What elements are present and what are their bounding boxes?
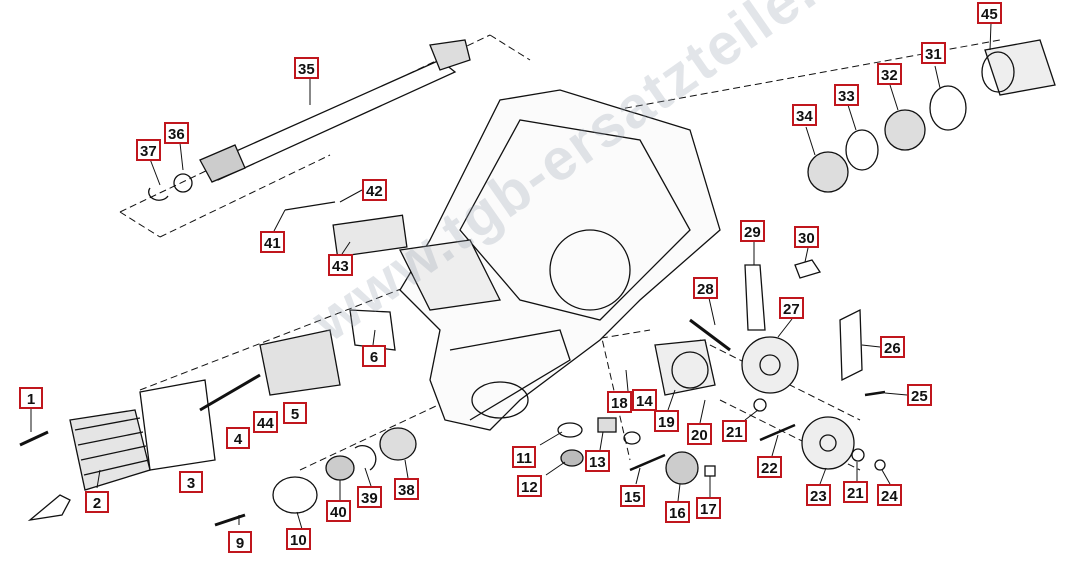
- cylinder-45: [984, 39, 1056, 96]
- callout-label-15[interactable]: 15: [620, 485, 645, 507]
- callout-label-43[interactable]: 43: [328, 254, 353, 276]
- circlip-39: [354, 445, 377, 471]
- washer-14: [623, 431, 641, 445]
- filter-43: [332, 214, 408, 258]
- callout-label-25[interactable]: 25: [907, 384, 932, 406]
- callout-label-27[interactable]: 27: [779, 297, 804, 319]
- gearbox-housing: [399, 89, 721, 431]
- callout-label-31[interactable]: 31: [921, 42, 946, 64]
- bearing-32: [884, 109, 926, 151]
- pin-15: [629, 453, 666, 472]
- filter-5: [259, 329, 341, 396]
- cover-plate-2: [69, 409, 151, 491]
- callout-label-11[interactable]: 11: [512, 446, 536, 468]
- sleeve-13: [597, 417, 617, 433]
- callout-label-13[interactable]: 13: [585, 450, 610, 472]
- callout-label-23[interactable]: 23: [806, 484, 831, 506]
- callout-label-35[interactable]: 35: [294, 57, 319, 79]
- callout-label-29[interactable]: 29: [740, 220, 765, 242]
- callout-label-12[interactable]: 12: [517, 475, 542, 497]
- sleeve-38: [379, 427, 417, 461]
- callout-label-5[interactable]: 5: [283, 402, 307, 424]
- bolt-1: [19, 430, 49, 447]
- gasket-3: [139, 379, 216, 471]
- ring-17: [704, 465, 716, 477]
- callout-label-22[interactable]: 22: [757, 456, 782, 478]
- gasket-29: [744, 264, 766, 331]
- callout-label-37[interactable]: 37: [136, 139, 161, 161]
- callout-label-34[interactable]: 34: [792, 104, 817, 126]
- clip-30: [794, 259, 822, 279]
- clip-24: [874, 459, 886, 471]
- seal-plate-10: [272, 476, 318, 514]
- callout-label-36[interactable]: 36: [164, 122, 189, 144]
- bolt-25: [864, 390, 886, 397]
- washer-36: [173, 173, 193, 193]
- callout-label-6[interactable]: 6: [362, 345, 386, 367]
- callout-label-45[interactable]: 45: [977, 2, 1002, 24]
- shaft-35: [199, 39, 471, 183]
- callout-label-21-lower[interactable]: 21: [843, 481, 868, 503]
- callout-label-33[interactable]: 33: [834, 84, 859, 106]
- callout-label-28[interactable]: 28: [693, 277, 718, 299]
- bolt-9: [214, 513, 246, 527]
- oil-pump-19: [654, 339, 716, 396]
- bracket-6: [349, 309, 396, 351]
- callout-label-44[interactable]: 44: [253, 411, 278, 433]
- callout-label-2[interactable]: 2: [85, 491, 109, 513]
- callout-label-1[interactable]: 1: [19, 387, 43, 409]
- ring-33: [845, 129, 879, 171]
- callout-label-39[interactable]: 39: [357, 486, 382, 508]
- bearing-34: [807, 151, 849, 193]
- washer-21b: [851, 448, 865, 462]
- gear-23: [801, 416, 855, 470]
- arrow-symbol: [27, 494, 71, 522]
- bearing-40: [325, 455, 355, 481]
- callout-label-24[interactable]: 24: [877, 484, 902, 506]
- nut-12: [560, 449, 584, 467]
- bolt-4: [199, 373, 261, 412]
- callout-label-42[interactable]: 42: [362, 179, 387, 201]
- callout-label-17[interactable]: 17: [696, 497, 721, 519]
- callout-label-40[interactable]: 40: [326, 500, 351, 522]
- washer-21a: [753, 398, 767, 412]
- callout-label-4[interactable]: 4: [226, 427, 250, 449]
- callout-label-26[interactable]: 26: [880, 336, 905, 358]
- pin-22: [759, 423, 796, 442]
- gear-27: [741, 336, 799, 394]
- callout-label-19[interactable]: 19: [654, 410, 679, 432]
- callout-label-32[interactable]: 32: [877, 63, 902, 85]
- gear-16: [665, 451, 699, 485]
- callout-label-14[interactable]: 14: [632, 389, 657, 411]
- leader-lines: [30, 22, 992, 530]
- washer-11: [557, 422, 583, 438]
- callout-label-30[interactable]: 30: [794, 226, 819, 248]
- callout-label-10[interactable]: 10: [286, 528, 311, 550]
- pin-42: [284, 201, 336, 211]
- callout-label-16[interactable]: 16: [665, 501, 690, 523]
- ring-31: [929, 85, 967, 131]
- callout-label-41[interactable]: 41: [260, 231, 285, 253]
- callout-label-21-upper[interactable]: 21: [722, 420, 747, 442]
- shaft-28: [689, 318, 731, 352]
- circlip-37: [148, 187, 169, 201]
- callout-label-38[interactable]: 38: [394, 478, 419, 500]
- callout-label-9[interactable]: 9: [228, 531, 252, 553]
- callout-label-20[interactable]: 20: [687, 423, 712, 445]
- callout-label-3[interactable]: 3: [179, 471, 203, 493]
- plate-26: [839, 308, 863, 382]
- callout-label-18[interactable]: 18: [607, 391, 632, 413]
